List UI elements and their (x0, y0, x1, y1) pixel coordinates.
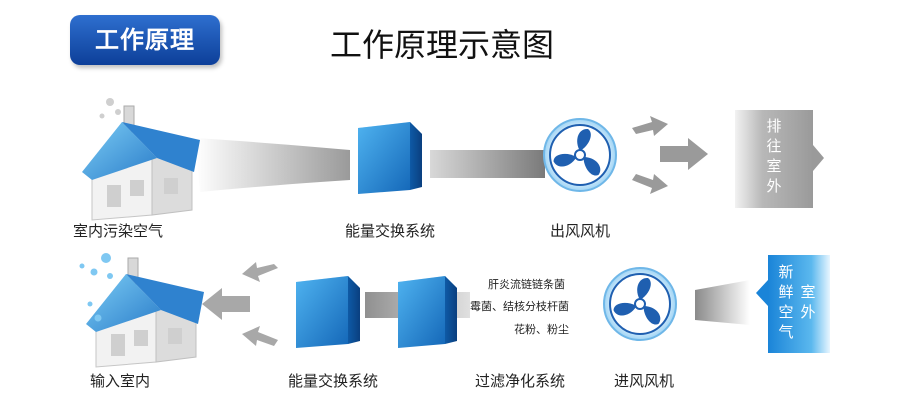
section-badge: 工作原理 (70, 15, 220, 65)
fresh-air-label-col1: 新 鲜 空 气 (776, 262, 796, 342)
fresh-air-box (756, 255, 830, 353)
fresh-char: 外 (800, 303, 816, 321)
exit-char: 排 (766, 117, 782, 135)
filter-item-2: 霉菌、结核分枝杆菌 (470, 300, 569, 313)
filter-item-1: 肝炎流链链条菌 (488, 278, 565, 291)
supply-arrows (202, 262, 278, 346)
label-polluted-air: 室内污染空气 (72, 222, 163, 240)
intake-fan (603, 267, 677, 341)
fresh-char: 新 (778, 263, 794, 281)
label-exhaust-fan: 出风风机 (549, 222, 610, 240)
label-energy-exchange-top: 能量交换系统 (344, 222, 435, 240)
fresh-char: 室 (800, 283, 816, 301)
label-filter-system: 过滤净化系统 (474, 372, 565, 390)
label-energy-exchange-bottom: 能量交换系统 (287, 372, 378, 390)
label-intake-fan: 进风风机 (613, 372, 674, 390)
exit-outside-label: 排 往 室 外 (764, 116, 784, 196)
airflow-top-1 (195, 138, 350, 192)
page-title: 工作原理示意图 (330, 26, 555, 64)
fresh-char: 鲜 (778, 283, 794, 301)
house-clean (79, 253, 204, 368)
filter-lines (470, 290, 610, 318)
exhaust-outside-box (735, 110, 824, 208)
label-into-room: 输入室内 (89, 372, 150, 390)
house-polluted (82, 98, 200, 221)
exhaust-fan (543, 118, 617, 192)
airflow-top-2 (430, 150, 545, 178)
freshair-stream (695, 280, 750, 325)
fresh-char: 气 (778, 323, 794, 341)
exit-char: 往 (766, 137, 782, 155)
filter-item-3: 花粉、粉尘 (514, 323, 569, 336)
fresh-char: 空 (778, 303, 794, 321)
section-badge-text: 工作原理 (95, 26, 195, 54)
exit-char: 外 (766, 177, 782, 195)
energy-exchange-cube-top (358, 122, 422, 194)
filter-cube (398, 276, 457, 348)
energy-exchange-cube-bottom (296, 276, 360, 348)
fresh-air-label-col2: 室 外 (798, 282, 818, 322)
exit-char: 室 (766, 157, 782, 175)
exhaust-arrows (632, 116, 708, 194)
